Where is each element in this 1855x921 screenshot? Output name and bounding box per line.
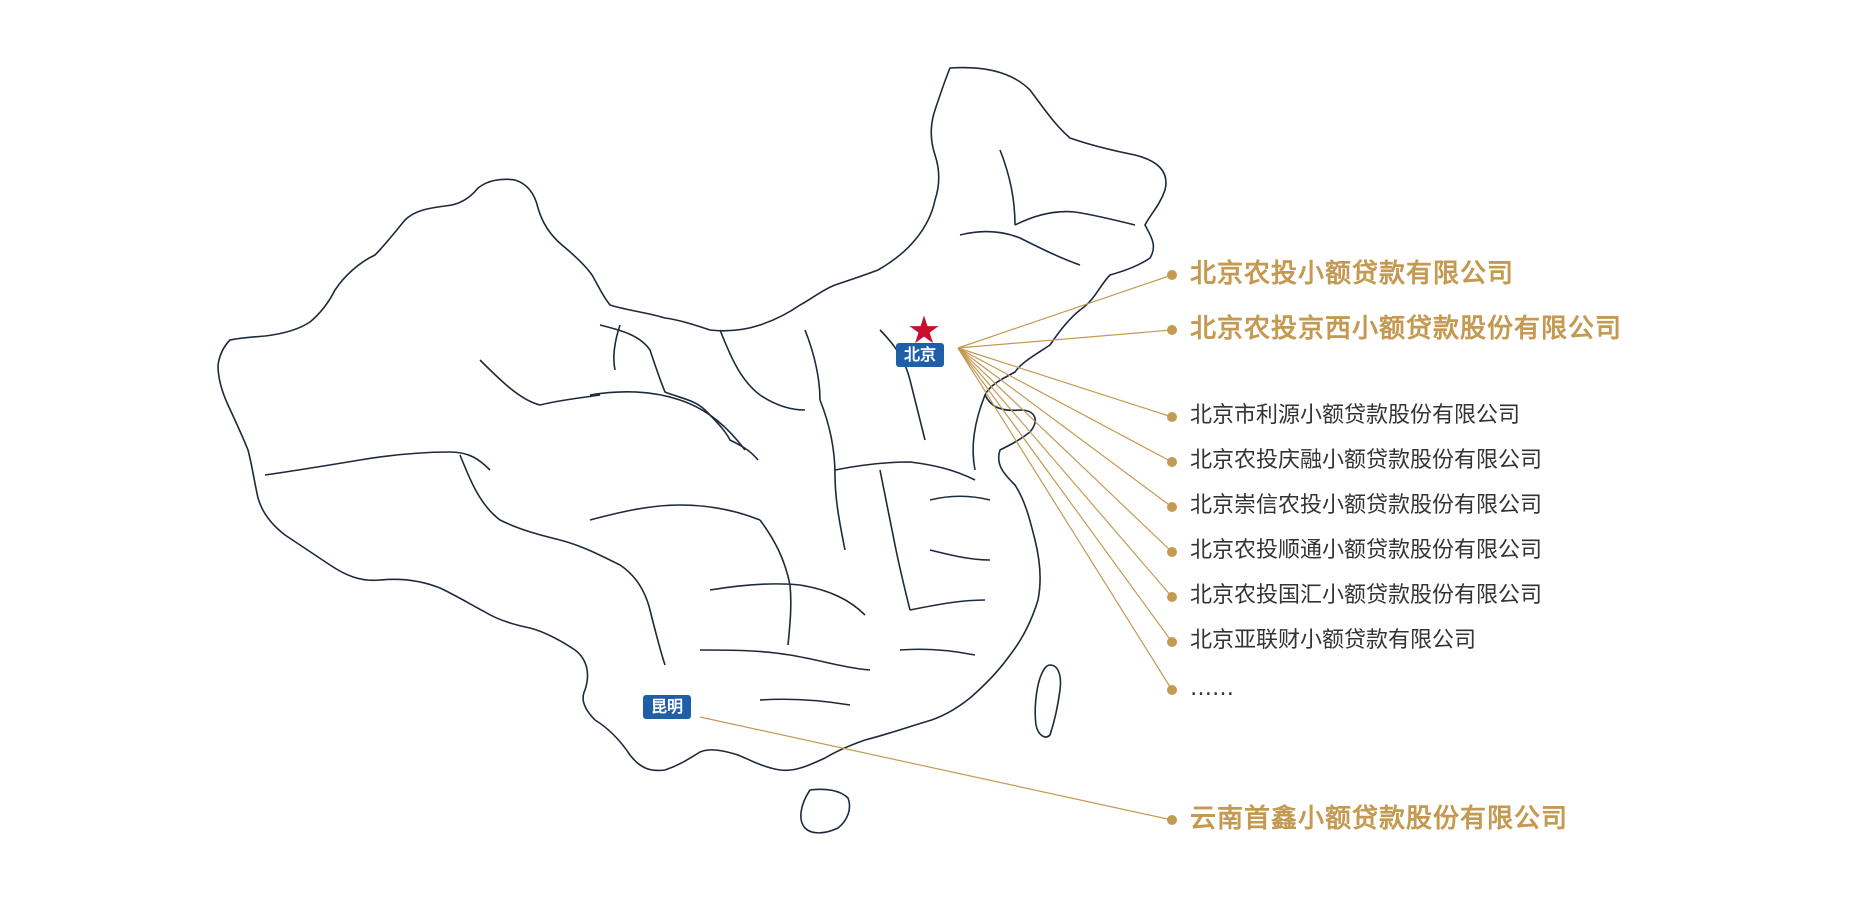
bullet-dot <box>1167 815 1177 825</box>
province-border <box>479 359 601 406</box>
province-border <box>819 399 846 551</box>
province-border <box>459 454 561 541</box>
company-name: 云南首鑫小额贷款股份有限公司 <box>1190 804 1569 834</box>
beijing-label: 北京 <box>896 343 945 367</box>
leader-line <box>957 347 1173 598</box>
province-border <box>879 469 911 611</box>
company-name: 北京农投顺通小额贷款股份有限公司 <box>1190 538 1543 563</box>
leader-line <box>957 329 1173 349</box>
province-border <box>899 648 976 656</box>
province-border <box>759 698 851 706</box>
leader-line <box>699 716 1173 821</box>
country-outline <box>217 66 1167 834</box>
company-name: 北京农投国汇小额贷款股份有限公司 <box>1190 583 1543 608</box>
bullet-dot <box>1167 637 1177 647</box>
leader-line <box>957 274 1173 349</box>
province-border <box>1014 210 1136 226</box>
province-border <box>804 329 821 401</box>
bullet-dot <box>1167 502 1177 512</box>
red-star-icon: ★ <box>907 308 942 352</box>
province-border <box>589 504 761 521</box>
country-border <box>217 66 1167 772</box>
leader-line <box>957 347 1173 463</box>
bullet-dot <box>1167 547 1177 557</box>
hainan-island <box>800 788 851 834</box>
province-border <box>559 539 666 666</box>
leader-line <box>957 347 1173 691</box>
province-border <box>909 599 986 611</box>
taiwan-island <box>1034 664 1062 738</box>
bullet-dot <box>1167 270 1177 280</box>
province-border <box>264 451 491 476</box>
province-border <box>589 390 746 451</box>
leader-line <box>957 347 1173 508</box>
province-border <box>929 549 991 561</box>
company-name: 北京农投京西小额贷款股份有限公司 <box>1190 314 1623 344</box>
province-border <box>972 394 986 471</box>
company-name: 北京亚联财小额贷款有限公司 <box>1190 628 1477 653</box>
province-border <box>999 149 1016 226</box>
company-name: 北京市利源小额贷款股份有限公司 <box>1190 403 1521 428</box>
bullet-dot <box>1167 325 1177 335</box>
province-border <box>709 583 866 616</box>
leader-line <box>957 347 1173 553</box>
company-name: 北京农投庆融小额贷款股份有限公司 <box>1190 448 1543 473</box>
bullet-dot <box>1167 412 1177 422</box>
province-border <box>759 519 792 646</box>
leader-line <box>957 347 1173 643</box>
company-name: 北京崇信农投小额贷款股份有限公司 <box>1190 493 1543 518</box>
province-border <box>879 329 926 441</box>
bullet-dot <box>1167 592 1177 602</box>
province-border <box>613 324 621 371</box>
leader-line <box>957 347 1173 418</box>
province-border <box>929 495 991 501</box>
province-border <box>959 230 1081 266</box>
company-name: 北京农投小额贷款有限公司 <box>1190 259 1515 289</box>
company-name: …… <box>1190 676 1234 701</box>
bullet-dot <box>1167 457 1177 467</box>
province-border <box>719 329 806 411</box>
bullet-dot <box>1167 685 1177 695</box>
province-border <box>699 649 871 671</box>
kunming-label: 昆明 <box>643 695 692 719</box>
province-border <box>599 324 759 461</box>
leader-lines <box>699 274 1173 821</box>
province-border <box>834 461 976 481</box>
